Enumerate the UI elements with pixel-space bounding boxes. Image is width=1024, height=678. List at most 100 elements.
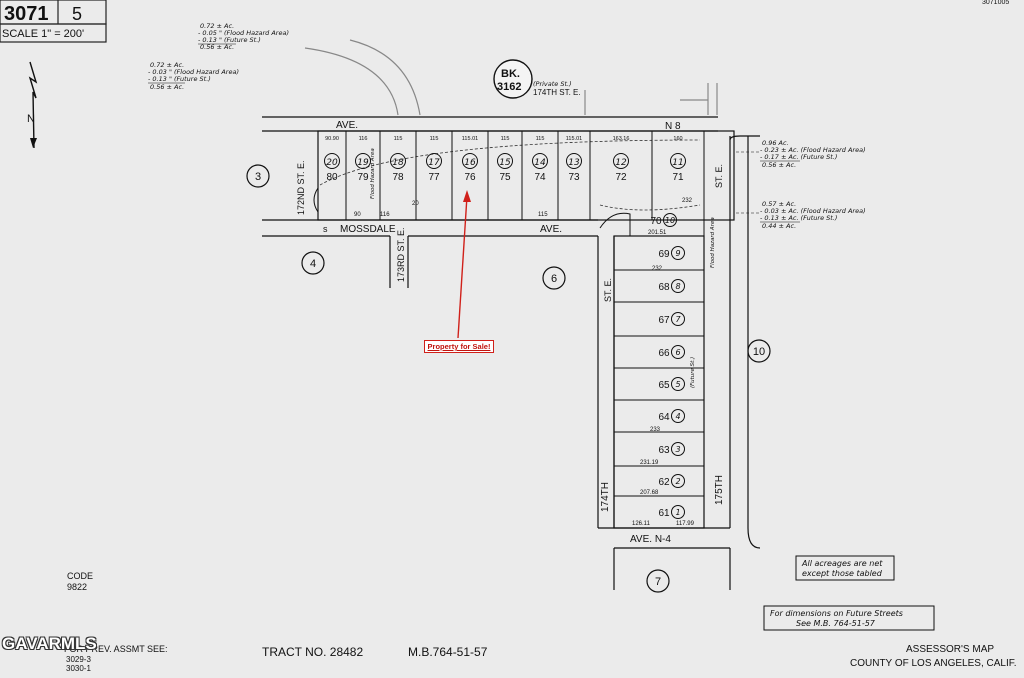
top-lot[interactable]: 18 78 115 xyxy=(390,131,417,220)
block-number-circle: 3 xyxy=(246,164,270,188)
side-lot[interactable]: 767 xyxy=(614,312,704,337)
top-block xyxy=(313,130,735,221)
side-lot[interactable]: 363 xyxy=(614,442,704,467)
lot-number: 19 xyxy=(357,158,369,168)
parcel-number: 69 xyxy=(658,249,670,260)
svg-text:0.56 ± Ac.: 0.56 ± Ac. xyxy=(150,83,184,91)
tract-number: TRACT NO. 28482 xyxy=(262,645,363,659)
parcel-number: 80 xyxy=(326,172,338,183)
svg-text:CODE: CODE xyxy=(67,571,93,581)
side-lot[interactable]: 565 xyxy=(614,377,704,401)
dim-90: 90 xyxy=(354,212,361,218)
svg-text:0.44 ± Ac.: 0.44 ± Ac. xyxy=(762,222,796,230)
svg-text:- 0.13 " (Future St.): - 0.13 " (Future St.) xyxy=(148,75,211,83)
svg-text:- 0.23 ± Ac. (Flood Hazard Are: - 0.23 ± Ac. (Flood Hazard Area) xyxy=(760,146,866,154)
book-number: 3162 xyxy=(497,81,521,93)
parcel-number: 62 xyxy=(658,477,670,488)
lot-number: 1 xyxy=(675,508,680,517)
side-lot[interactable]: 868 xyxy=(614,279,704,303)
dim-126: 126.11 xyxy=(632,521,651,527)
svg-text:0.72 ± Ac.: 0.72 ± Ac. xyxy=(200,22,234,30)
side-lot[interactable]: 9 69 xyxy=(614,246,704,271)
dim-201: 201.51 xyxy=(648,230,667,236)
lot-width: 163.16 xyxy=(613,136,630,142)
block-number-circle: 6 xyxy=(542,266,566,290)
svg-text:172ND ST. E.: 172ND ST. E. xyxy=(296,160,306,215)
lot-width: 115 xyxy=(394,136,403,142)
svg-text:All acreages are net: All acreages are net xyxy=(801,559,883,568)
lot-width: 115.01 xyxy=(462,136,478,142)
north-arrow-icon: N xyxy=(27,61,38,149)
lot-number: 14 xyxy=(534,158,546,168)
lot-number-circle xyxy=(671,312,685,326)
block-number: 4 xyxy=(310,258,316,270)
dim-116: 116 xyxy=(380,212,390,218)
block-number-circle: 7 xyxy=(646,569,670,593)
lot-number: 18 xyxy=(392,158,404,168)
parcel-number: 79 xyxy=(357,172,369,183)
block-number: 10 xyxy=(753,346,765,358)
map-footer: CODE 9822 FOR PREV. ASSMT SEE: 3029-3 30… xyxy=(64,571,1017,673)
lot-width: 115 xyxy=(430,136,439,142)
side-lot[interactable]: 666 xyxy=(614,345,704,369)
parcel-number: 64 xyxy=(658,412,670,423)
block-number: 6 xyxy=(551,273,557,285)
lot-width: 115 xyxy=(536,136,545,142)
side-lot[interactable]: 161 xyxy=(614,505,704,529)
dim-117: 117.99 xyxy=(676,521,695,527)
parcel-number: 77 xyxy=(428,172,440,183)
dim-20: 20 xyxy=(412,201,419,207)
svg-text:- 0.13 " (Future St.): - 0.13 " (Future St.) xyxy=(198,36,261,44)
property-for-sale-label[interactable]: Property for Sale! xyxy=(424,340,494,353)
svg-text:3029-3: 3029-3 xyxy=(66,655,91,664)
map-book-number: 3071 xyxy=(4,3,49,25)
lot-width: 115.01 xyxy=(566,136,582,142)
svg-text:0.56 ± Ac.: 0.56 ± Ac. xyxy=(200,43,234,51)
lot-width: 90.90 xyxy=(325,136,339,142)
street-172nd: 172ND ST. E. xyxy=(296,160,306,215)
lot-width: 115 xyxy=(501,136,510,142)
parcel-number: 68 xyxy=(658,282,670,293)
street-173rd: 173RD ST. E. xyxy=(389,227,409,288)
side-lot[interactable]: 2 62 xyxy=(614,474,704,497)
dim-231: 231.19 xyxy=(640,460,659,466)
lot-number: 16 xyxy=(464,158,476,168)
parcel-number: 63 xyxy=(658,445,670,456)
lot-number-circle xyxy=(324,153,340,169)
svg-text:See M.B. 764-51-57: See M.B. 764-51-57 xyxy=(796,619,876,628)
parcel-number: 67 xyxy=(658,315,670,326)
parcel-number: 78 xyxy=(392,172,404,183)
parcel-number: 70 xyxy=(650,216,662,227)
lot-number: 9 xyxy=(675,249,680,258)
side-lot[interactable]: 464 xyxy=(614,409,704,433)
parcel-number: 73 xyxy=(568,172,580,183)
mossdale-label: MOSSDALE xyxy=(340,224,396,235)
lot-number-circle xyxy=(390,153,406,169)
book-reference-badge xyxy=(493,59,533,99)
street-174th-top: 174TH ST. E. xyxy=(533,88,581,97)
lot-number: 2 xyxy=(675,477,680,486)
dim-207: 207.68 xyxy=(640,490,659,496)
property-callout-arrow xyxy=(457,190,471,339)
flood-hazard-label-right: Flood Hazard Area xyxy=(710,217,716,268)
svg-text:- 0.13 ± Ac. (Future St.): - 0.13 ± Ac. (Future St.) xyxy=(760,214,837,222)
lot-number-circle xyxy=(532,153,548,169)
svg-text:FOR PREV. ASSMT SEE:: FOR PREV. ASSMT SEE: xyxy=(64,644,168,654)
dim-115: 115 xyxy=(538,212,548,218)
svg-text:ASSESSOR'S MAP: ASSESSOR'S MAP xyxy=(906,644,994,655)
lot-number: 5 xyxy=(675,380,680,389)
ave-n8-right-label: N 8 xyxy=(665,121,681,132)
parcel-number: 71 xyxy=(672,172,684,183)
top-lots: 208090.901979116187811517771151676115.01… xyxy=(324,131,705,220)
